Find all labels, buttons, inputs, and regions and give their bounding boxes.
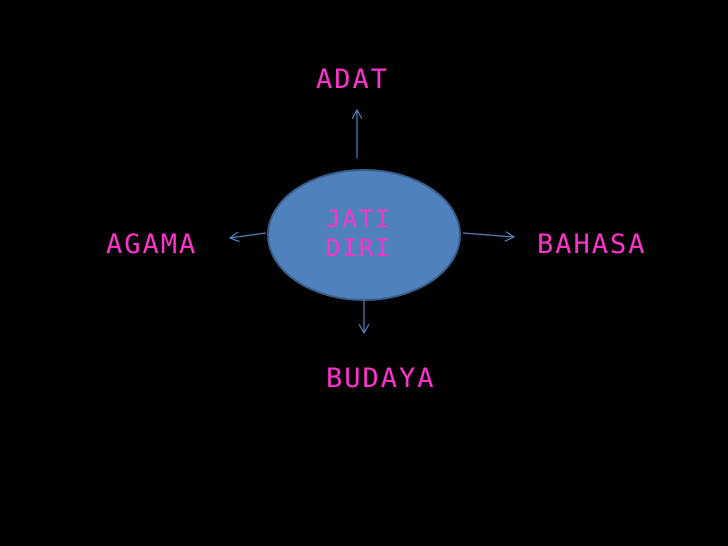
label-bahasa: BAHASA	[537, 229, 647, 260]
label-adat: ADAT	[316, 64, 390, 95]
arrow-to-bahasa	[462, 233, 514, 237]
center-label-line-2: DIRI	[326, 234, 392, 262]
center-label-line-1: JATI	[326, 205, 392, 233]
label-budaya: BUDAYA	[326, 363, 436, 394]
arrow-to-agama	[230, 233, 267, 238]
label-agama: AGAMA	[106, 229, 198, 260]
center-label: JATI DIRI	[326, 205, 392, 263]
